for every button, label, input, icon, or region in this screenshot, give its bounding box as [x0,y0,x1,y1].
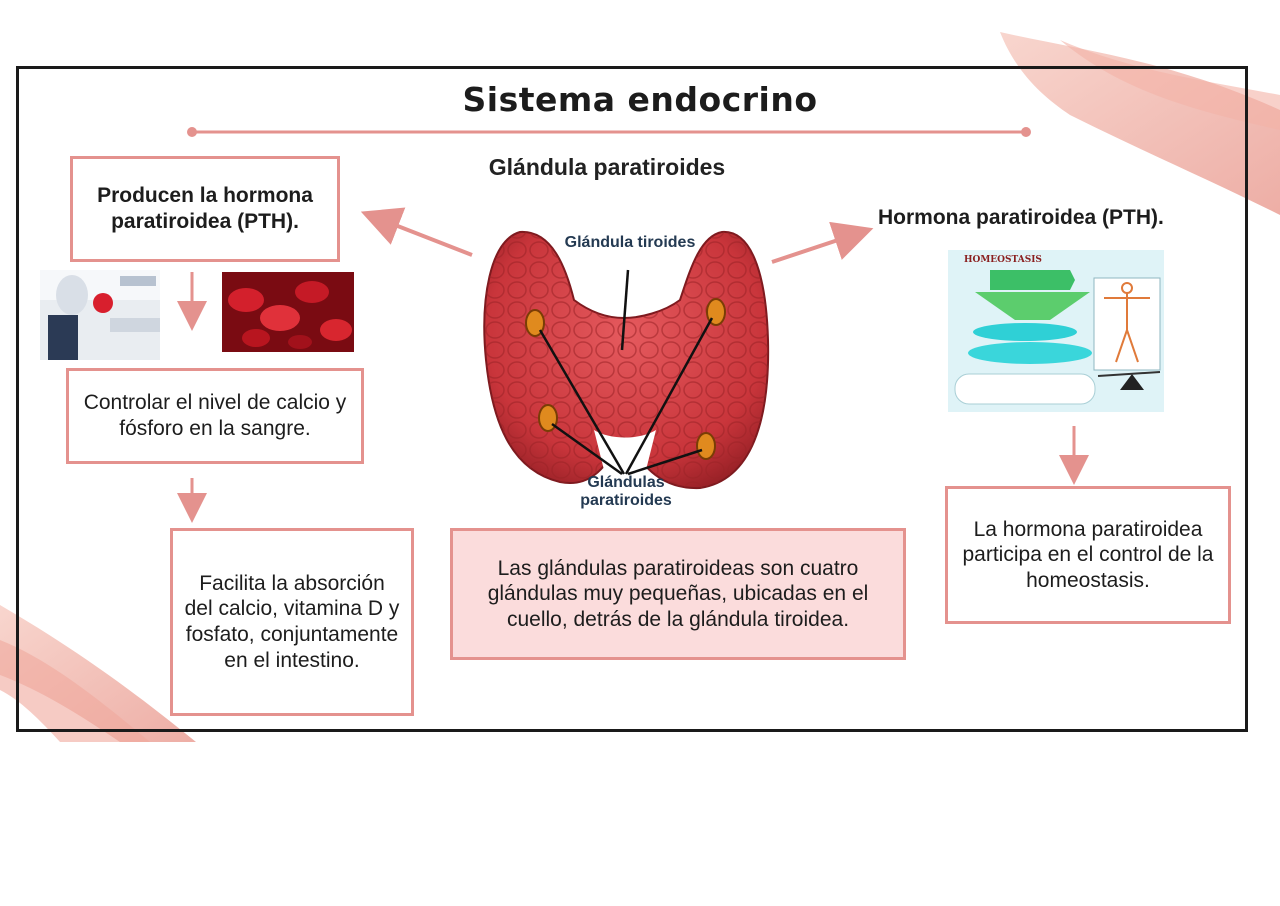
brush-stroke-bottom-left [0,605,196,742]
label-thyroid: Glándula tiroides [564,234,696,251]
brush-stroke-top-right [1000,32,1280,215]
pointer-lines [538,269,714,476]
heading-pth: Hormona paratiroidea (PTH). [878,206,1164,229]
box-control-calcium: Controlar el nivel de calcio y fósforo e… [66,368,364,464]
blood-test-image [40,270,160,360]
label-parathyroid: Glándulas paratiroides [580,474,672,509]
diagram-subtitle: Glándula paratiroides [488,154,726,180]
homeostasis-image-title: HOMEOSTASIS [964,255,1042,265]
page-title: Sistema endocrino [462,80,818,119]
box-absorption: Facilita la absorción del calcio, vitami… [170,528,414,716]
box-homeostasis: La hormona paratiroidea participa en el … [945,486,1231,624]
diagram-frame [16,66,1248,732]
underline-dot-right [1021,127,1031,137]
arrow-center-to-right [771,221,874,264]
box-produce-hormone: Producen la hormona paratiroidea (PTH). [70,156,340,262]
arrow-center-to-left [360,207,473,257]
red-blood-cells-image [222,272,354,352]
box-description: Las glándulas paratiroideas son cuatro g… [450,528,906,660]
underline-dot-left [187,127,197,137]
